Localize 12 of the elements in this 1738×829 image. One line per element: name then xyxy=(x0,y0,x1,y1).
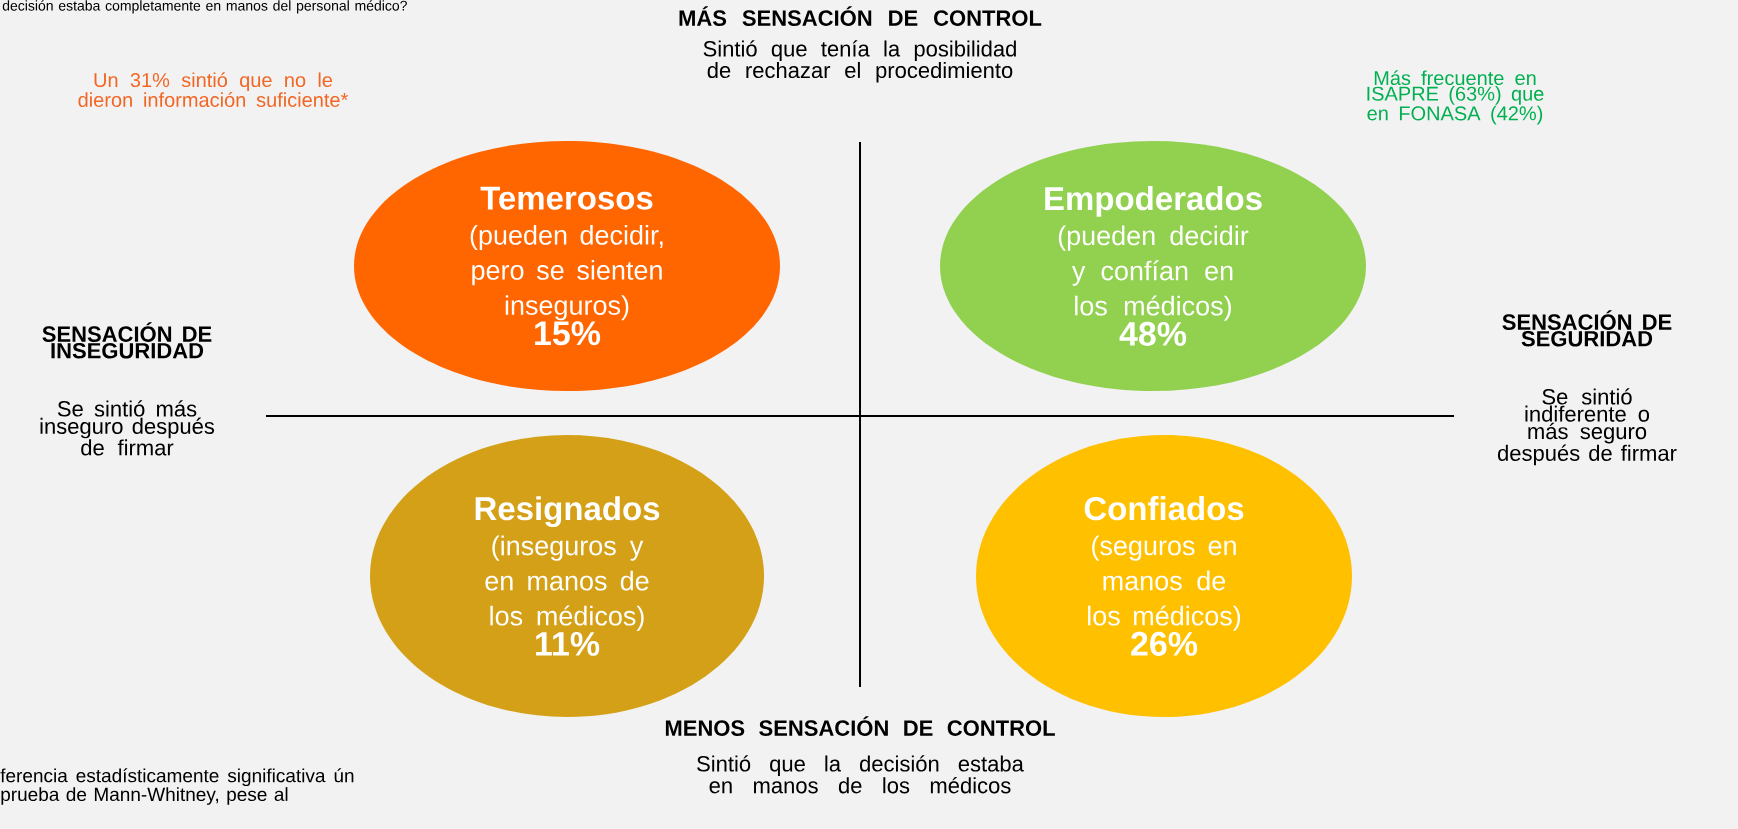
axis-label: MENOS SENSACIÓN DE CONTROL xyxy=(665,716,1055,736)
axis-label: MÁS SENSACIÓN DE CONTROL xyxy=(679,6,1042,26)
axis-label: SENSACIÓN DE INSEGURIDAD xyxy=(42,322,212,359)
axis-description: Sintió que la decisión estaba en manos de los médicos xyxy=(697,755,1024,794)
axis-description: Se sintió más inseguro después de firmar xyxy=(40,400,215,456)
note-text: Más frecuente en ISAPRE (63%) que en FONASA (42%) xyxy=(1367,70,1544,125)
axis-label: SENSACIÓN DE SEGURIDAD xyxy=(1502,310,1672,347)
question-text: decisión estaba completamente en manos del personal médico? xyxy=(2,0,407,14)
axis-description: Sintió que tenía la posibilidad de rechazar el procedimiento xyxy=(703,40,1016,83)
note-text: Un 31% sintió que no le dieron información suficiente* xyxy=(78,72,349,107)
axis-description: Se sintió indiferente o más seguro después de firmar xyxy=(1497,388,1677,466)
footnote-text: ferencia estadísticamente significativa ún prueba de Mann-Whitney, pese al xyxy=(0,768,354,805)
